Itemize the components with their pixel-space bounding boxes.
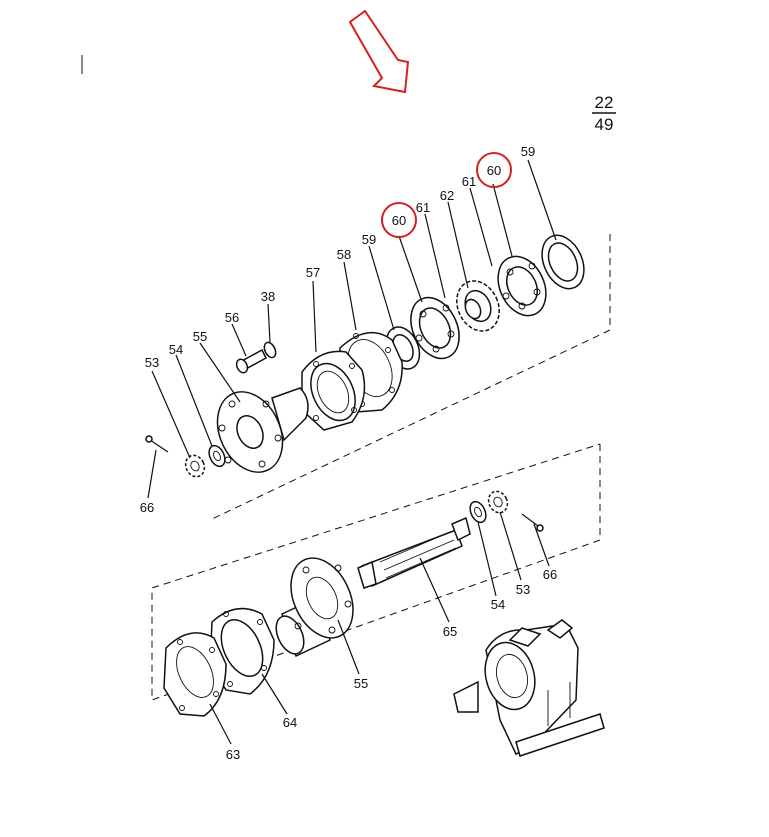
leader-lines [147,159,557,745]
castle-nut-53-upper [184,454,206,478]
label-64: 64 [283,715,297,730]
label-57: 57 [306,265,320,280]
washer-54-upper [208,444,226,468]
bolt-56 [235,348,267,374]
label-59-left: 59 [362,232,376,247]
washer-54-lower [469,500,487,524]
label-54-lower: 54 [491,597,505,612]
part-labels: 60 61 62 61 60 59 59 58 57 38 56 55 54 5… [140,144,557,762]
label-55-lower: 55 [354,676,368,691]
label-61-right: 61 [462,174,476,189]
label-58: 58 [337,247,351,262]
highlight-circle-60-left [381,202,417,238]
sheet-number: 22 49 [592,93,616,134]
assembly-boundary-lower [151,443,601,701]
label-66-lower: 66 [543,567,557,582]
assembly-boundary-upper [209,234,611,521]
label-55-upper: 55 [193,329,207,344]
ball-bearing-60-left [410,296,460,360]
label-56: 56 [225,310,239,325]
label-53-upper: 53 [145,355,159,370]
red-arrow-icon [348,9,410,94]
highlight-circle-60-right [476,152,512,188]
cotter-pin-66-upper [145,435,169,453]
label-61-left: 61 [416,200,430,215]
gasket-63 [163,632,227,717]
washer-38 [263,341,277,359]
cotter-pin-66-lower [521,513,544,532]
ball-bearing-60-right [497,255,547,317]
seal-ring-59-right [541,234,585,290]
label-53-lower: 53 [516,582,530,597]
label-38: 38 [261,289,275,304]
label-63: 63 [226,747,240,762]
label-62: 62 [440,188,454,203]
hub-flange-55-upper [216,387,309,473]
sheet-denominator: 49 [595,115,614,134]
label-59-right: 59 [521,144,535,159]
flange-cover-57 [301,350,366,431]
hub-flange-55-lower [275,557,354,658]
sheet-numerator: 22 [595,93,614,112]
label-60-right: 60 [487,163,501,178]
castle-nut-53-lower [487,490,509,514]
label-65: 65 [443,624,457,639]
splined-shaft-65 [357,516,471,589]
label-66-upper: 66 [140,500,154,515]
spur-gear-62 [456,280,500,332]
label-54-upper: 54 [169,342,183,357]
label-60-left: 60 [392,213,406,228]
bearing-housing-casting [453,619,605,757]
